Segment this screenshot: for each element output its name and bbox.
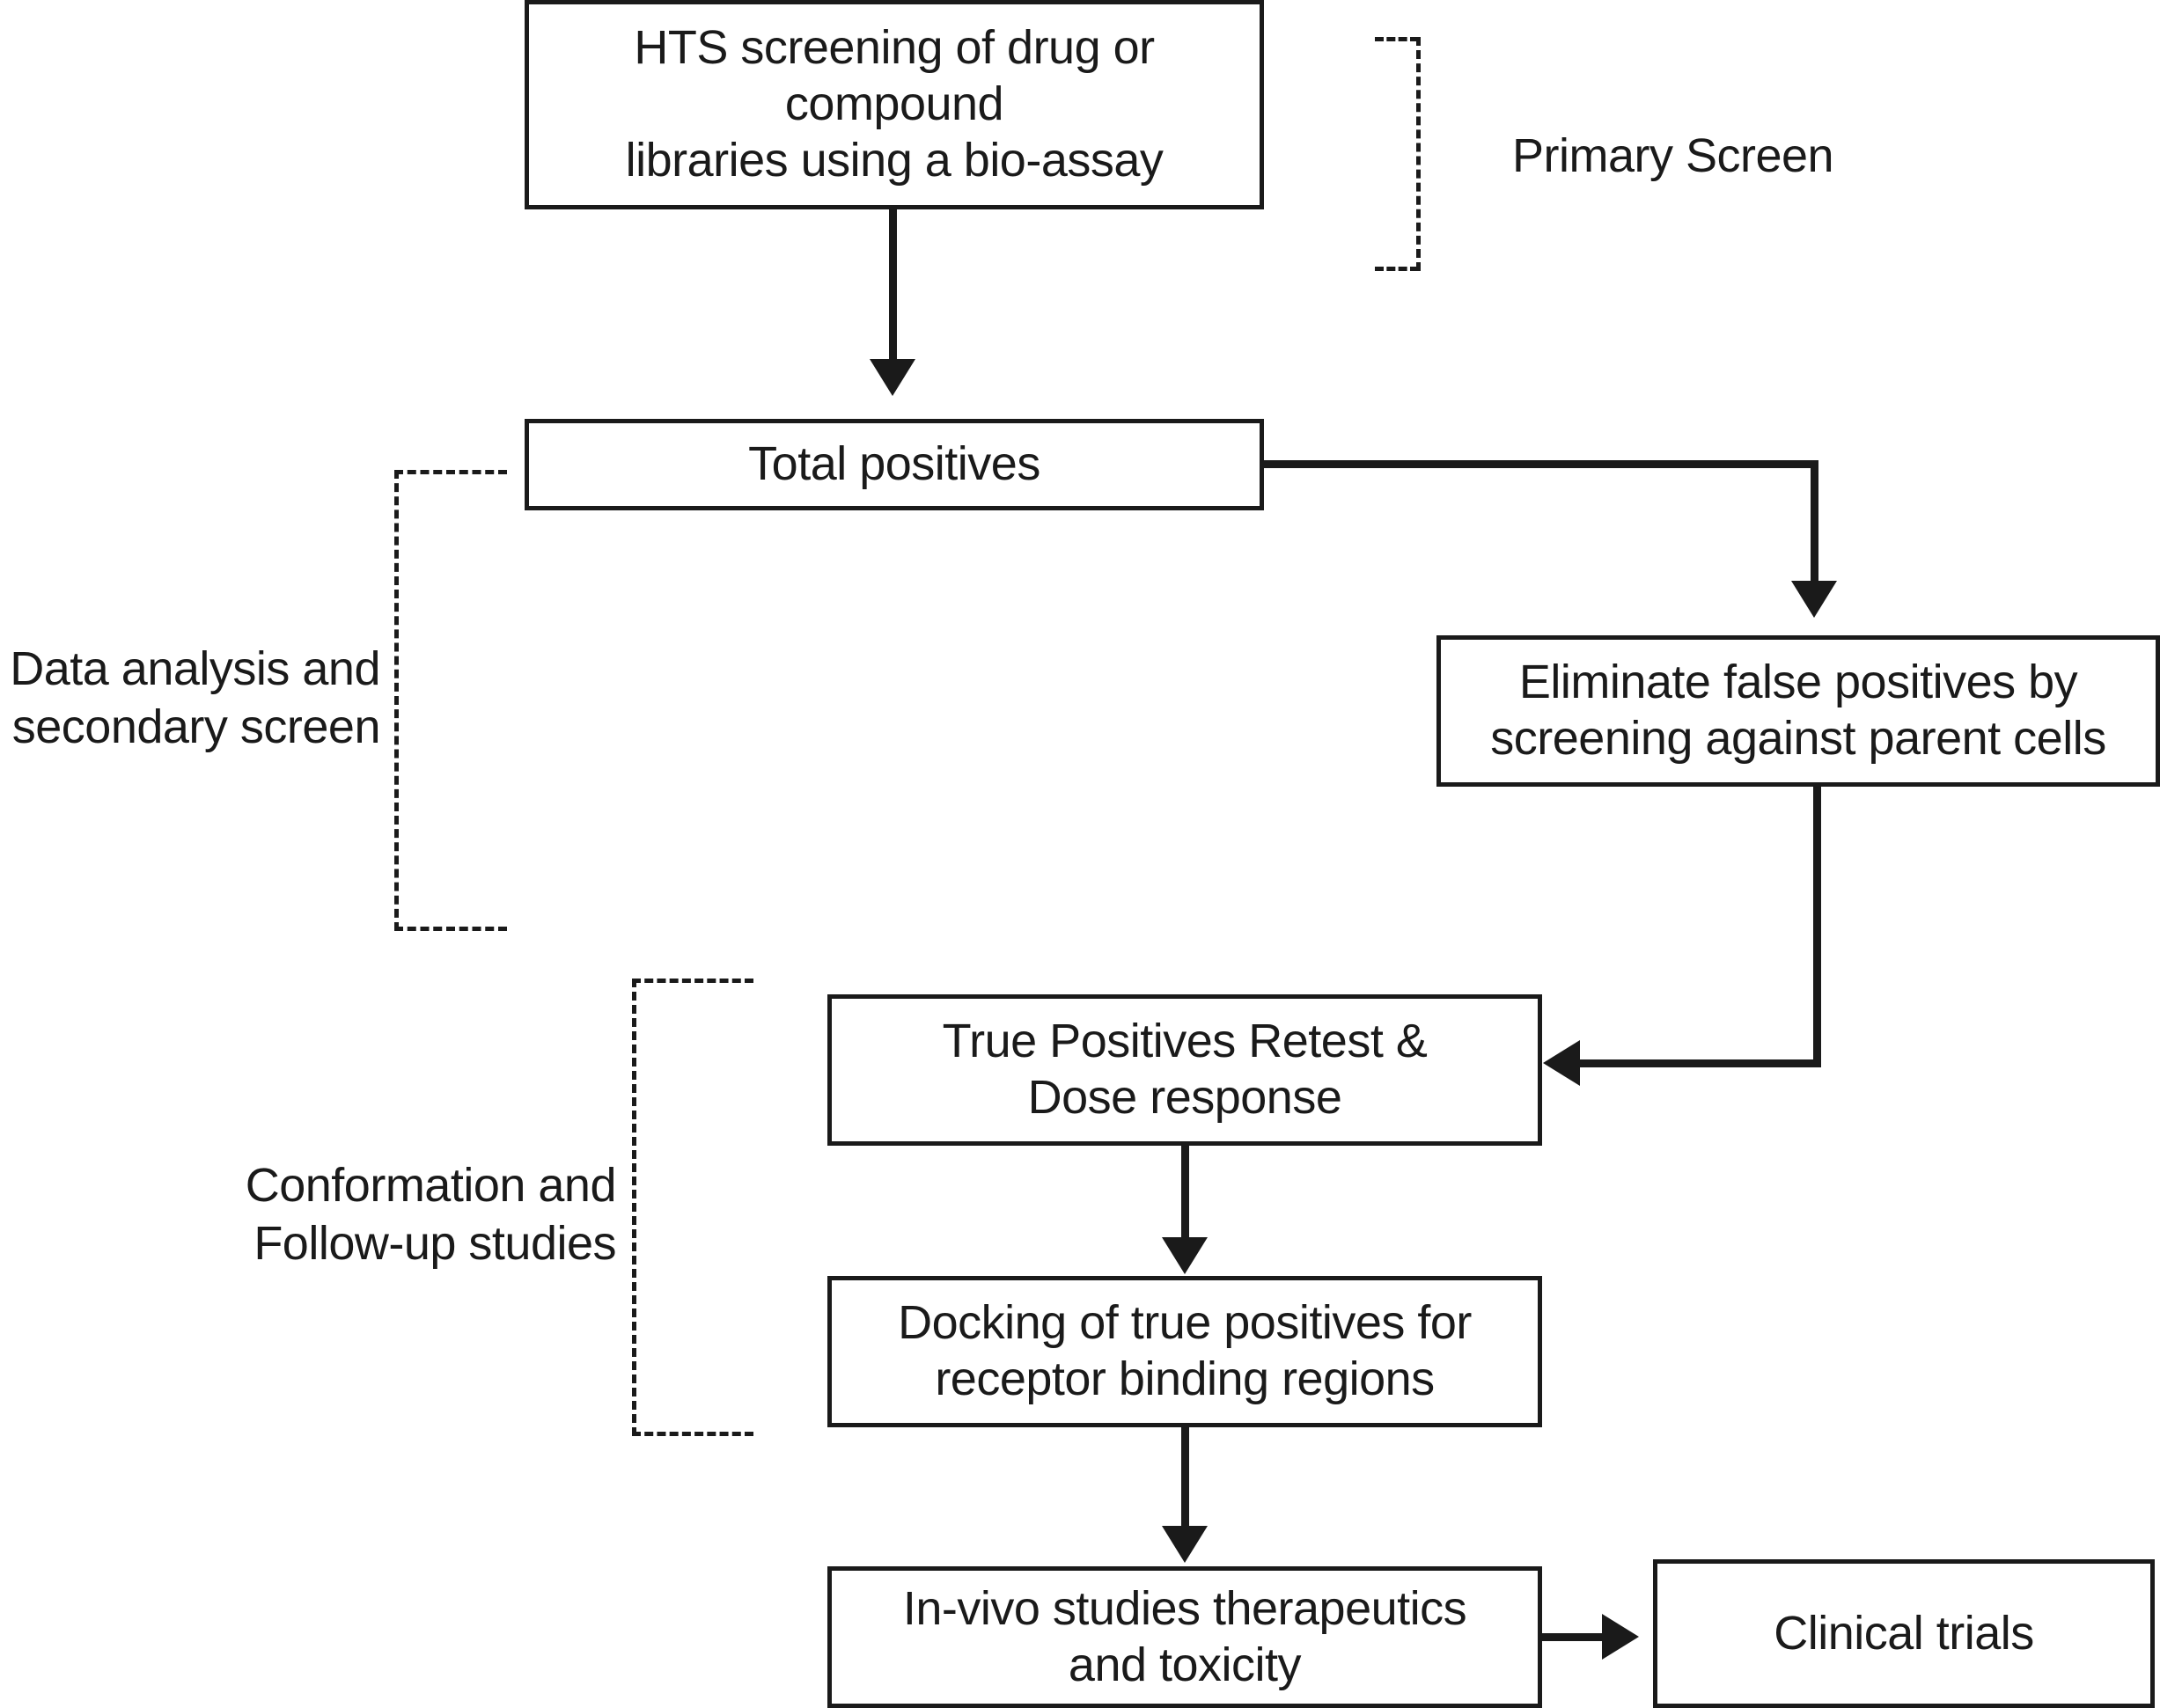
node-hts-screening[interactable]: HTS screening of drug or compound librar… xyxy=(525,0,1264,209)
edge-total-to-eliminate-vertical xyxy=(1811,460,1818,587)
edge-hts-to-total-line xyxy=(889,209,897,365)
edge-invivo-to-clinical-line xyxy=(1542,1633,1605,1641)
node-docking-label: Docking of true positives for receptor b… xyxy=(898,1296,1472,1405)
bracket-data-analysis-bottom-arm xyxy=(394,927,507,931)
bracket-conformation-bottom-arm xyxy=(632,1432,753,1436)
node-in-vivo-studies-label: In-vivo studies therapeutics and toxicit… xyxy=(902,1581,1467,1691)
bracket-primary-screen-top-arm xyxy=(1375,37,1419,41)
label-data-analysis: Data analysis and secondary screen xyxy=(10,642,380,753)
edge-eliminate-to-retest-arrowhead xyxy=(1543,1040,1580,1086)
label-conformation: Conformation and Follow-up studies xyxy=(245,1159,617,1270)
node-hts-screening-label: HTS screening of drug or compound librar… xyxy=(625,21,1164,187)
bracket-conformation-top-arm xyxy=(632,979,753,983)
edge-hts-to-total-arrowhead xyxy=(870,359,915,396)
node-eliminate-false-positives[interactable]: Eliminate false positives by screening a… xyxy=(1436,635,2160,787)
edge-eliminate-to-retest-horizontal xyxy=(1580,1059,1821,1067)
node-in-vivo-studies[interactable]: In-vivo studies therapeutics and toxicit… xyxy=(827,1566,1542,1708)
node-eliminate-false-positives-label: Eliminate false positives by screening a… xyxy=(1490,656,2106,765)
node-clinical-trials-label: Clinical trials xyxy=(1774,1606,2034,1660)
bracket-primary-screen-bottom-arm xyxy=(1375,267,1419,271)
label-primary-screen: Primary Screen xyxy=(1512,129,1834,182)
bracket-data-analysis-spine xyxy=(394,470,399,931)
node-total-positives[interactable]: Total positives xyxy=(525,419,1264,510)
edge-total-to-eliminate-horizontal xyxy=(1264,460,1818,468)
edge-retest-to-docking-line xyxy=(1181,1146,1189,1243)
edge-eliminate-to-retest-vertical xyxy=(1813,787,1821,1067)
bracket-conformation xyxy=(632,979,755,1436)
bracket-data-analysis-top-arm xyxy=(394,470,507,474)
edge-docking-to-invivo-line xyxy=(1181,1427,1189,1531)
bracket-primary-screen-spine xyxy=(1416,37,1421,271)
edge-retest-to-docking-arrowhead xyxy=(1162,1237,1208,1274)
bracket-data-analysis xyxy=(394,470,509,931)
bracket-primary-screen xyxy=(1375,37,1421,271)
node-clinical-trials[interactable]: Clinical trials xyxy=(1653,1559,2155,1708)
node-docking[interactable]: Docking of true positives for receptor b… xyxy=(827,1276,1542,1427)
edge-docking-to-invivo-arrowhead xyxy=(1162,1526,1208,1563)
node-true-positives-retest[interactable]: True Positives Retest & Dose response xyxy=(827,994,1542,1146)
edge-invivo-to-clinical-arrowhead xyxy=(1602,1614,1639,1660)
edge-total-to-eliminate-arrowhead xyxy=(1791,581,1837,618)
node-true-positives-retest-label: True Positives Retest & Dose response xyxy=(942,1015,1428,1124)
node-total-positives-label: Total positives xyxy=(748,437,1040,491)
bracket-conformation-spine xyxy=(632,979,636,1436)
